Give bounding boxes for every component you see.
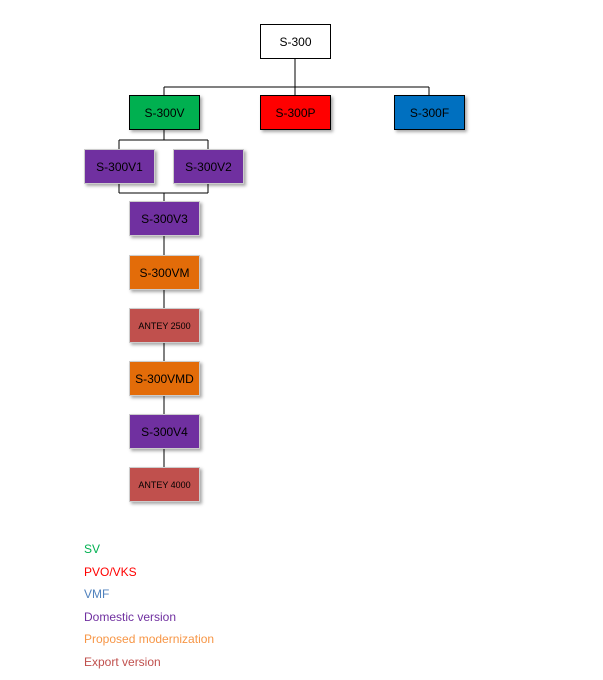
legend-item-sv: SV bbox=[84, 542, 101, 556]
legend-item-proposed: Proposed modernization bbox=[84, 632, 215, 646]
node-s300v2: S-300V2 bbox=[173, 149, 244, 184]
node-s300: S-300 bbox=[260, 24, 331, 59]
node-antey4000: ANTEY 4000 bbox=[129, 467, 200, 502]
legend-item-export: Export version bbox=[84, 654, 161, 669]
node-s300v: S-300V bbox=[129, 95, 200, 130]
legend: SV PVO/VKS VMF Domestic version Proposed… bbox=[84, 538, 214, 673]
node-s300vm: S-300VM bbox=[129, 255, 200, 290]
node-s300f: S-300F bbox=[394, 95, 465, 130]
node-s300v1: S-300V1 bbox=[84, 149, 155, 184]
legend-item-domestic: Domestic version bbox=[84, 609, 177, 624]
legend-item-vmf: VMF bbox=[84, 587, 110, 601]
node-s300v3: S-300V3 bbox=[129, 201, 200, 236]
node-antey2500: ANTEY 2500 bbox=[129, 308, 200, 343]
node-s300v4: S-300V4 bbox=[129, 414, 200, 449]
legend-item-pvo-vks: PVO/VKS bbox=[84, 564, 137, 579]
node-s300p: S-300P bbox=[260, 95, 331, 130]
node-s300vmd: S-300VMD bbox=[129, 361, 200, 396]
